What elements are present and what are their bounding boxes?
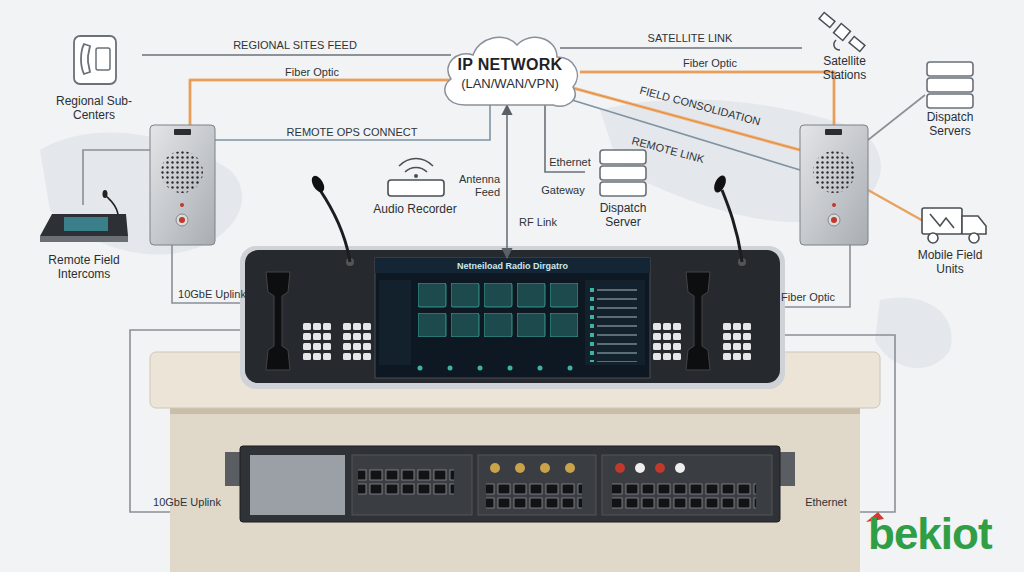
- line-label: Gateway: [541, 184, 584, 197]
- satellite-icon: [819, 12, 865, 51]
- edge-label: SATELLITE LINK: [648, 32, 733, 45]
- node-text: Dispatch Servers: [905, 110, 995, 139]
- line-label: Fiber Optic: [285, 66, 339, 79]
- brand-logo: bekiot: [868, 512, 992, 556]
- node-text: Remote Field Intercoms: [28, 253, 140, 282]
- line-label: Antenna Feed: [452, 173, 500, 198]
- rack-unit: [225, 446, 795, 522]
- line-label: Fiber Optic: [781, 291, 835, 304]
- field-intercom-console-icon: [40, 190, 128, 242]
- site-label: Satellite Stations: [802, 12, 887, 83]
- router-icon: [388, 159, 444, 197]
- node-text: IP NETWORK: [458, 55, 563, 74]
- line-label: REMOTE OPS CONNECT: [287, 126, 418, 139]
- site-label: Dispatch Servers: [905, 58, 995, 139]
- line-label: FIELD CONSOLIDATION: [638, 84, 762, 128]
- device-label: Dispatch Server: [585, 145, 661, 230]
- line-label: Ethernet: [805, 496, 847, 509]
- connector: [560, 47, 802, 49]
- node-text: Dispatch Server: [585, 201, 661, 230]
- node-text: Satellite Stations: [802, 54, 887, 83]
- wall-intercom-right: [800, 125, 868, 245]
- console-screen: Netneiload Radio Dirgatro: [375, 258, 650, 378]
- dispatch-console: [240, 174, 785, 389]
- regional-phone-icon: [74, 36, 116, 84]
- line-label: REMOTE LINK: [630, 134, 705, 166]
- node-text: (LAN/WAN/VPN): [461, 76, 559, 92]
- edge-label: RF Link: [519, 216, 557, 229]
- node-text: Mobile Field Units: [905, 248, 995, 277]
- wall-intercom-left: [150, 125, 215, 245]
- node-text: Audio Recorder: [373, 202, 457, 216]
- edge-label: REGIONAL SITES FEED: [233, 39, 357, 52]
- site-label: Mobile Field Units: [905, 198, 995, 277]
- line-label: 10GbE Uplink: [153, 496, 221, 509]
- line-label: 10GbE Uplink: [178, 288, 246, 301]
- node-text: Netneiload Radio Dirgatro: [375, 261, 650, 272]
- line-label: Fiber Optic: [683, 57, 737, 70]
- edge-label: Ethernet: [549, 156, 591, 169]
- device-label: Remote Field Intercoms: [28, 203, 140, 282]
- server-stack-icon: [600, 62, 973, 196]
- connector: [506, 105, 508, 258]
- node-text: Regional Sub-Centers: [48, 94, 140, 123]
- device-label: Audio Recorder: [373, 158, 457, 216]
- site-label: Regional Sub-Centers: [48, 32, 140, 123]
- truck-icon: [922, 208, 986, 243]
- world-map-backdrop: [40, 100, 952, 421]
- connector: [142, 54, 451, 56]
- network-cloud: IP NETWORK (LAN/WAN/VPN): [435, 25, 585, 115]
- cloud-shape: [445, 37, 578, 106]
